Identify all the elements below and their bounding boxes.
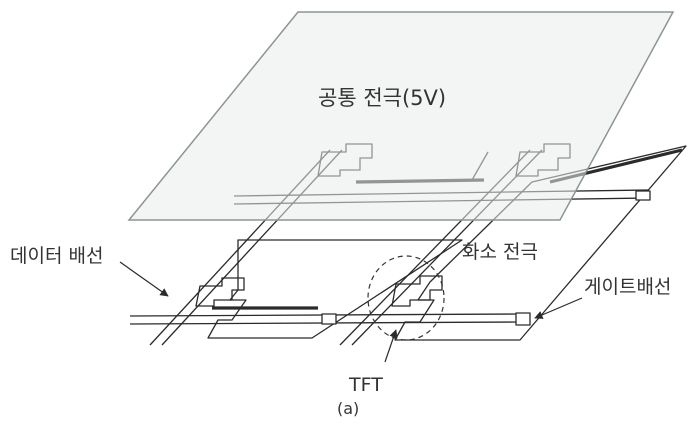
- arrow-data-line: [120, 262, 168, 296]
- label-tft: TFT: [348, 374, 383, 396]
- label-pixel-electrode: 화소 전극: [462, 241, 538, 263]
- gate-pad-lower-mid: [322, 314, 336, 324]
- gate-pad-lower-right: [516, 313, 530, 325]
- arrow-gate-line: [535, 298, 582, 318]
- label-gate-line: 게이트배선: [584, 276, 671, 298]
- tft-highlight-circle: [368, 256, 444, 340]
- label-common-electrode: 공통 전극(5V): [318, 86, 446, 110]
- label-caption: (a): [337, 399, 359, 418]
- label-data-line: 데이터 배선: [10, 245, 103, 267]
- common-electrode-plane: [129, 12, 673, 220]
- gate-pad-upper: [636, 191, 650, 200]
